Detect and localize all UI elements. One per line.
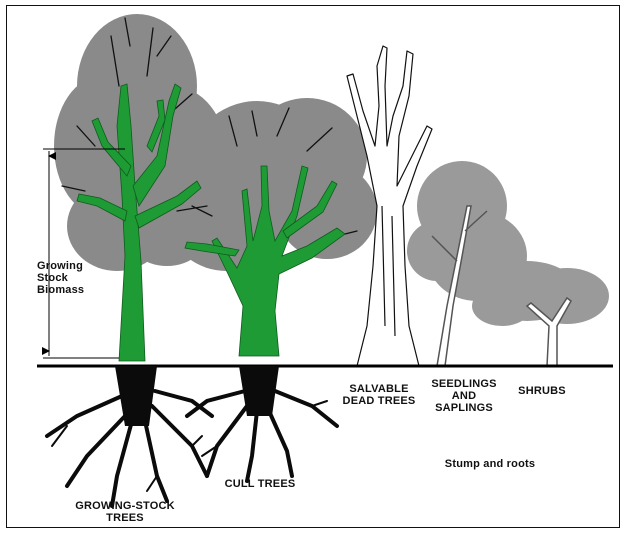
forest-biomass-diagram bbox=[7, 6, 621, 529]
growing-stock-roots bbox=[47, 366, 212, 506]
cull-tree-roots bbox=[187, 366, 337, 481]
salvable-dead-trees-label: SALVABLE DEAD TREES bbox=[339, 383, 419, 407]
biomass-label-line-1: Growing bbox=[37, 260, 84, 272]
biomass-label-line-2: Stock bbox=[37, 272, 84, 284]
growing-stock-trees-line-1: GROWING-STOCK bbox=[65, 500, 185, 512]
salvable-dead-trees-line-1: SALVABLE bbox=[339, 383, 419, 395]
seedlings-saplings-line-1: SEEDLINGS bbox=[425, 378, 503, 390]
figure-frame: Growing Stock Biomass GROWING-STOCK TREE… bbox=[6, 5, 620, 528]
seedlings-saplings-line-3: SAPLINGS bbox=[425, 402, 503, 414]
growing-stock-biomass-label: Growing Stock Biomass bbox=[37, 260, 84, 296]
shrubs-label: SHRUBS bbox=[512, 385, 572, 397]
salvable-dead-trees-line-2: DEAD TREES bbox=[339, 395, 419, 407]
seedlings-saplings-line-2: AND bbox=[425, 390, 503, 402]
growing-stock-trees-label: GROWING-STOCK TREES bbox=[65, 500, 185, 524]
growing-stock-trees-line-2: TREES bbox=[65, 512, 185, 524]
cull-trees-label: CULL TREES bbox=[215, 478, 305, 490]
seedlings-saplings-label: SEEDLINGS AND SAPLINGS bbox=[425, 378, 503, 414]
stump-and-roots-label: Stump and roots bbox=[435, 458, 545, 470]
biomass-label-line-3: Biomass bbox=[37, 284, 84, 296]
